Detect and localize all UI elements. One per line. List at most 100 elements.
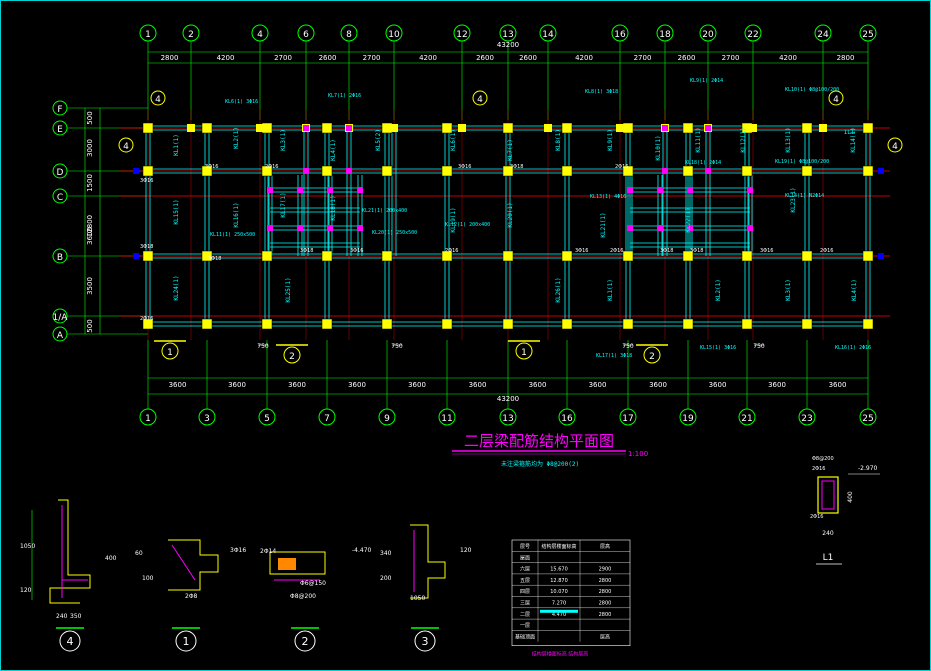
- top-dim-10: 2600: [678, 54, 696, 62]
- bottom-axis-bubble-25-label: 25: [862, 414, 873, 424]
- plan-section-marker-2: [828, 90, 844, 106]
- column: [622, 122, 634, 134]
- top-dim-7: 2600: [519, 54, 537, 62]
- beam-label-12: KL13(1): [785, 127, 792, 152]
- column: [616, 124, 624, 132]
- column: [261, 250, 273, 262]
- section-dim-3: 350: [70, 613, 82, 620]
- tie-column: [687, 187, 693, 193]
- section-dim-11: 3Φ16: [230, 547, 246, 554]
- floor-table-cell: 4.470: [552, 612, 566, 618]
- tie-column: [662, 168, 668, 174]
- plan-section-marker-bottom-2: [515, 342, 533, 360]
- section-dim-16: 120: [460, 547, 472, 554]
- beam-annot-9: KL15(1) 3Φ16: [700, 345, 736, 351]
- rebar-label-4: 2Φ16: [445, 248, 458, 254]
- top-axis-bubble-2-label: 2: [188, 30, 194, 40]
- column: [682, 250, 694, 262]
- beam-annot-4: KL10(1) Φ8@100/200: [785, 87, 839, 93]
- rebar-label-1: 2Φ16: [265, 164, 278, 170]
- l1-stirrup: [821, 480, 835, 510]
- rebar-label-13: 2Φ16: [140, 316, 153, 322]
- l1-bot-label: 2Φ16: [810, 514, 823, 520]
- beam-annot-11: KL17(1) 3Φ18: [596, 353, 632, 359]
- bottom-total-dim: 43200: [497, 395, 519, 403]
- section-dim-10: Φ6@150: [300, 580, 326, 587]
- bottom-dim-6: 3600: [529, 381, 547, 389]
- tie-column: [627, 187, 633, 193]
- column: [441, 122, 453, 134]
- section-detail-marker-4: [59, 630, 81, 652]
- beam-label-2: KL3(1): [280, 129, 287, 151]
- column: [142, 250, 154, 262]
- floor-table-cell: 一层: [520, 623, 530, 629]
- column: [741, 165, 753, 177]
- column: [561, 318, 573, 330]
- beam-label-22: KL23(1): [790, 187, 797, 212]
- column: [862, 165, 874, 177]
- section-detail-marker-2-label: 2: [302, 635, 309, 648]
- tie-column: [267, 225, 273, 231]
- floor-table-cell: 2800: [599, 589, 612, 595]
- column: [390, 124, 398, 132]
- section-dim-1: 120: [20, 587, 32, 594]
- section-dim-15: 1050: [410, 595, 425, 602]
- bottom-axis-bubble-21-label: 21: [741, 414, 752, 424]
- plan-section-marker-3-label: 4: [123, 142, 129, 152]
- column: [801, 250, 813, 262]
- rebar-label-8: 3Φ18: [690, 248, 703, 254]
- column: [682, 122, 694, 134]
- top-dim-0: 2800: [161, 54, 179, 62]
- tie-column: [627, 225, 633, 231]
- section-detail-marker-1: [175, 630, 197, 652]
- left-axis-bubble-B-label: B: [57, 253, 63, 263]
- top-dim-8: 4200: [575, 54, 593, 62]
- top-axis-bubble-10-label: 10: [388, 30, 400, 40]
- beam-label-19: KL20(1): [507, 202, 514, 227]
- column: [682, 318, 694, 330]
- floor-table-header-0: 层号: [520, 544, 530, 550]
- l1-width: 240: [822, 530, 834, 537]
- section-3-outline: [410, 524, 446, 599]
- column: [801, 122, 813, 134]
- bottom-axis-bubble-1-label: 1: [145, 414, 151, 424]
- beam-label-4: KL5(2): [375, 129, 382, 151]
- section-detail-marker-3: [414, 630, 436, 652]
- bottom-axis-bubble-3-label: 3: [204, 414, 210, 424]
- rebar-label-11: 3Φ18: [140, 244, 153, 250]
- section-1-rebar: [171, 544, 196, 581]
- column: [201, 165, 213, 177]
- top-axis-bubble-12-label: 12: [456, 30, 467, 40]
- column: [441, 318, 453, 330]
- floor-table-cell: 二层: [520, 612, 530, 618]
- beam-label-1: KL2(1): [233, 127, 240, 149]
- top-axis-bubble-13-label: 13: [502, 30, 513, 40]
- tie-column: [747, 187, 753, 193]
- l1-outline: [817, 476, 839, 514]
- column: [561, 250, 573, 262]
- floor-table-cell: 15.670: [550, 567, 568, 573]
- tie-column: [657, 187, 663, 193]
- beam-label-9: KL10(1): [655, 135, 662, 160]
- top-axis-bubble-20-label: 20: [702, 30, 714, 40]
- column: [561, 122, 573, 134]
- top-axis-bubble-4-label: 4: [257, 30, 263, 40]
- bottom-dim-11: 3600: [829, 381, 847, 389]
- beam-annot-3: KL9(1) 2Φ14: [690, 78, 723, 84]
- rebar-label-0: 3Φ16: [205, 164, 218, 170]
- section-detail-marker-4-label: 4: [67, 635, 74, 648]
- plan-section-marker-bottom-0: [161, 342, 179, 360]
- bottom-axis-bubble-13-label: 13: [502, 414, 513, 424]
- column: [801, 318, 813, 330]
- floor-table-header-1: 结构层楼面标高: [541, 543, 576, 550]
- beam-annot-5: KL11(1) 250x500: [210, 232, 255, 238]
- left-axis-bubble-C-label: C: [57, 193, 63, 203]
- beam-annot-7: KL13(1) 4Φ16: [590, 194, 626, 200]
- section-dim-4: 400: [105, 555, 117, 562]
- column: [441, 250, 453, 262]
- plan-section-marker-1: [472, 90, 488, 106]
- plan-section-marker-bottom-3-label: 2: [649, 352, 655, 362]
- top-dim-13: 2800: [837, 54, 855, 62]
- bottom-dim-10: 3600: [768, 381, 786, 389]
- floor-table-cell: 12.870: [550, 578, 568, 584]
